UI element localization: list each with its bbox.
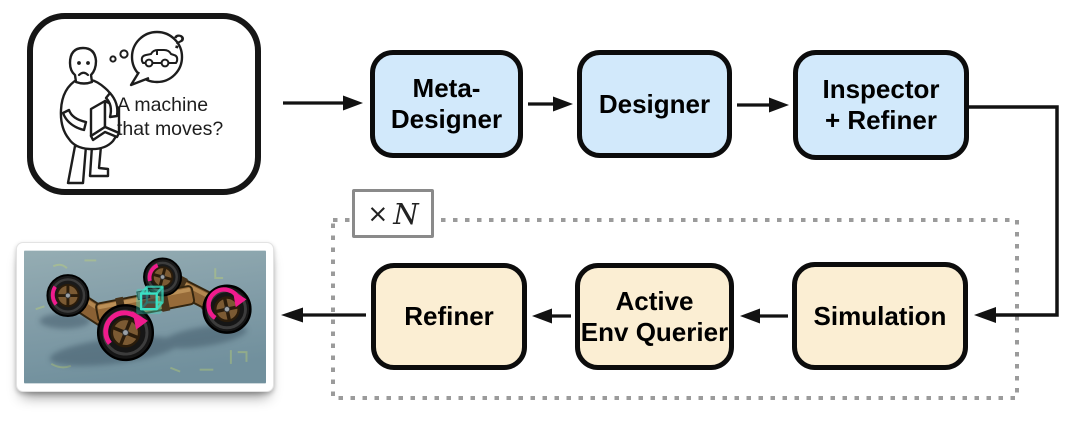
flow-box-designer: Designer [577,50,732,158]
wheel-front-left-icon [96,304,155,362]
flow-box-simulation: Simulation [792,262,968,370]
person-head [68,46,98,85]
arrow-querier-to-refiner [532,308,571,324]
box-label: Simulation [813,300,947,331]
flow-box-meta-designer: Meta- Designer [370,50,523,158]
prompt-text: A machine that moves? [117,93,223,141]
wheel-front-right-icon [202,284,252,334]
wheel-back-left-icon [46,274,90,317]
flow-box-active-env-querier: Active Env Querier [575,263,734,370]
box-label: + Refiner [825,105,937,135]
bubble-question-mark: ? [170,30,187,54]
box-label: Active [615,285,694,316]
prompt-card: ? A machine that moves? [27,13,261,195]
flow-box-inspector-refiner: Inspector + Refiner [793,50,969,160]
flow-box-refiner: Refiner [371,263,527,370]
person-illustration: ? [59,30,187,185]
machine-photo [16,242,274,392]
loop-count-n: N [393,196,419,231]
prompt-line-1: A machine [117,94,209,116]
times-symbol: × [367,199,389,228]
box-label: Meta- [412,73,481,103]
person-face [77,61,90,65]
box-label: Designer [390,104,503,134]
arrow-simulation-to-querier [740,308,788,324]
box-label: Inspector [822,74,940,104]
person-legs [66,144,88,185]
loop-count-badge: × N [352,189,434,238]
prompt-line-2: that moves? [117,118,224,140]
start-block-icon [136,285,164,315]
arrow-designer-to-inspector [737,97,789,113]
arrow-meta-designer-to-designer [528,96,573,112]
box-label: Env Querier [580,316,729,347]
machine-illustration [24,250,266,384]
box-label: Designer [598,88,711,119]
box-label: Refiner [404,301,494,331]
car-icon [140,49,179,68]
arrow-refiner-to-result [281,307,366,323]
arrow-prompt-to-meta-designer [283,95,363,111]
connector-inspector-to-simulation [968,105,1059,323]
